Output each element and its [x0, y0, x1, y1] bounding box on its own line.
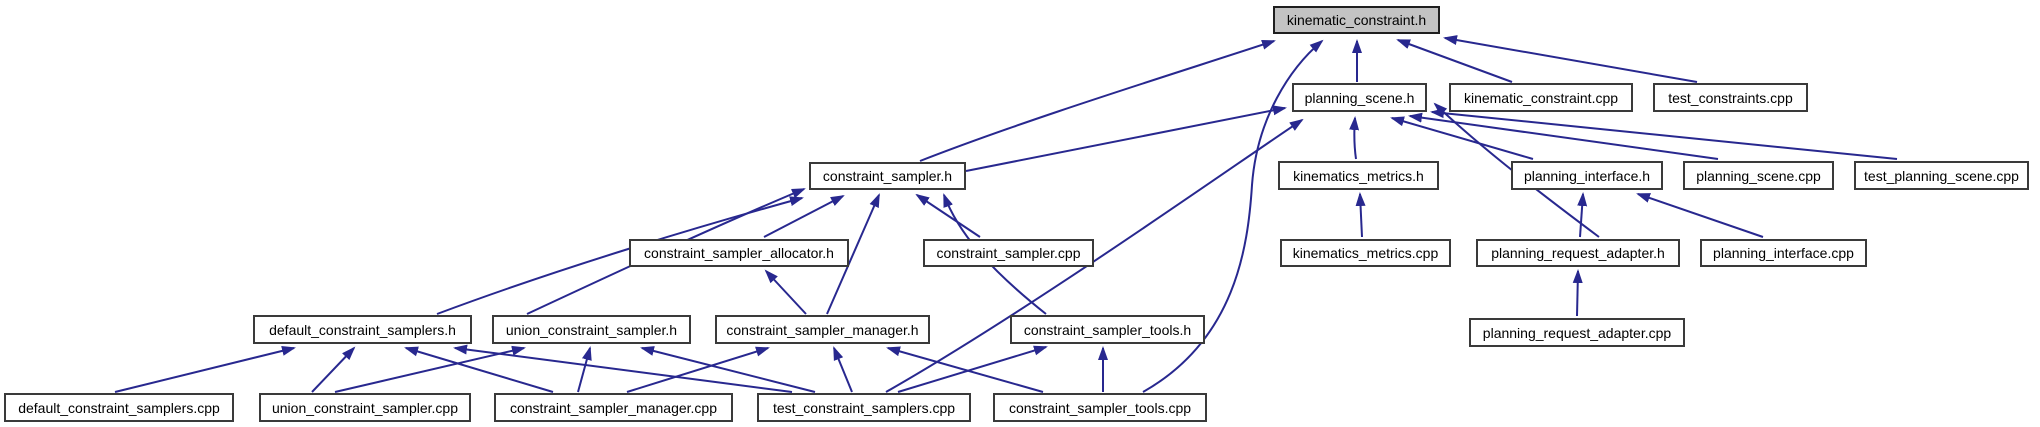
edge-constraint_sampler_manager_cpp-to-constraint_sampler_manager_h	[626, 346, 770, 393]
edge-constraint_sampler_manager_h-to-constraint_sampler_h	[826, 193, 880, 315]
node-union_constraint_sampler_cpp[interactable]: union_constraint_sampler.cpp	[259, 393, 471, 422]
node-test_constraint_samplers_cpp[interactable]: test_constraint_samplers.cpp	[757, 393, 971, 422]
edge-planning_request_adapter_cpp-to-planning_request_adapter_h	[1572, 269, 1583, 317]
node-test_constraints_cpp[interactable]: test_constraints.cpp	[1653, 83, 1808, 112]
node-default_constraint_samplers_h[interactable]: default_constraint_samplers.h	[253, 315, 472, 344]
node-union_constraint_sampler_h[interactable]: union_constraint_sampler.h	[492, 315, 691, 344]
edge-test_constraint_samplers_cpp-to-planning_scene_h	[885, 118, 1304, 393]
edge-test_constraint_samplers_cpp-to-union_constraint_sampler_h	[640, 346, 816, 393]
edge-kinematics_metrics_cpp-to-kinematics_metrics_h	[1355, 192, 1366, 238]
edge-kinematic_constraint_cpp-to-kinematic_constraint_h	[1396, 39, 1513, 83]
node-kinematic_constraint_cpp[interactable]: kinematic_constraint.cpp	[1449, 83, 1633, 112]
edge-constraint_sampler_cpp-to-constraint_sampler_h	[915, 193, 981, 238]
edge-test_constraint_samplers_cpp-to-default_constraint_samplers_h	[453, 344, 793, 393]
edge-default_constraint_samplers_cpp-to-default_constraint_samplers_h	[114, 346, 296, 393]
edge-planning_scene_cpp-to-planning_scene_h	[1408, 112, 1719, 160]
edge-union_constraint_sampler_cpp-to-default_constraint_samplers_h	[311, 346, 356, 393]
edge-union_constraint_sampler_cpp-to-union_constraint_sampler_h	[334, 345, 526, 393]
edge-constraint_sampler_allocator_h-to-constraint_sampler_h	[763, 195, 845, 238]
edge-test_planning_scene_cpp-to-planning_scene_h	[1430, 108, 1898, 160]
edge-constraint_sampler_h-to-kinematic_constraint_h	[919, 40, 1276, 162]
node-planning_interface_cpp[interactable]: planning_interface.cpp	[1700, 239, 1867, 267]
node-planning_scene_h[interactable]: planning_scene.h	[1292, 83, 1427, 112]
node-test_planning_scene_cpp[interactable]: test_planning_scene.cpp	[1854, 161, 2029, 190]
edge-planning_interface_h-to-planning_scene_h	[1390, 116, 1534, 160]
node-planning_scene_cpp[interactable]: planning_scene.cpp	[1683, 161, 1834, 190]
node-constraint_sampler_tools_h[interactable]: constraint_sampler_tools.h	[1010, 315, 1205, 344]
node-constraint_sampler_manager_h[interactable]: constraint_sampler_manager.h	[715, 315, 930, 344]
node-kinematics_metrics_cpp[interactable]: kinematics_metrics.cpp	[1280, 239, 1451, 267]
node-constraint_sampler_manager_cpp[interactable]: constraint_sampler_manager.cpp	[494, 393, 733, 422]
node-planning_request_adapter_cpp[interactable]: planning_request_adapter.cpp	[1469, 318, 1685, 347]
edge-planning_interface_cpp-to-planning_interface_h	[1636, 193, 1764, 238]
edge-planning_request_adapter_h-to-planning_interface_h	[1577, 192, 1588, 238]
node-default_constraint_samplers_cpp[interactable]: default_constraint_samplers.cpp	[4, 393, 234, 422]
node-planning_request_adapter_h[interactable]: planning_request_adapter.h	[1476, 239, 1680, 267]
node-constraint_sampler_h[interactable]: constraint_sampler.h	[809, 162, 966, 190]
edge-constraint_sampler_manager_cpp-to-default_constraint_samplers_h	[404, 346, 554, 393]
edge-default_constraint_samplers_h-to-constraint_sampler_h	[436, 196, 804, 315]
edge-constraint_sampler_manager_cpp-to-union_constraint_sampler_h	[577, 346, 592, 393]
node-kinematic_constraint_h[interactable]: kinematic_constraint.h	[1273, 6, 1440, 34]
node-constraint_sampler_allocator_h[interactable]: constraint_sampler_allocator.h	[629, 239, 849, 267]
edge-test_constraints_cpp-to-kinematic_constraint_h	[1443, 35, 1698, 83]
edge-constraint_sampler_manager_h-to-constraint_sampler_allocator_h	[764, 269, 807, 315]
edge-kinematics_metrics_h-to-planning_scene_h	[1349, 116, 1360, 160]
edge-test_constraint_samplers_cpp-to-constraint_sampler_manager_h	[833, 346, 853, 393]
edge-planning_request_adapter_h-to-planning_scene_h	[1433, 102, 1600, 238]
node-constraint_sampler_tools_cpp[interactable]: constraint_sampler_tools.cpp	[993, 393, 1207, 422]
node-kinematics_metrics_h[interactable]: kinematics_metrics.h	[1278, 161, 1439, 190]
node-planning_interface_h[interactable]: planning_interface.h	[1511, 161, 1663, 190]
edge-constraint_sampler_tools_cpp-to-constraint_sampler_manager_h	[886, 346, 1044, 393]
edge-test_constraint_samplers_cpp-to-constraint_sampler_tools_h	[897, 345, 1048, 393]
edge-constraint_sampler_h-to-planning_scene_h	[965, 105, 1287, 172]
node-constraint_sampler_cpp[interactable]: constraint_sampler.cpp	[923, 239, 1094, 267]
